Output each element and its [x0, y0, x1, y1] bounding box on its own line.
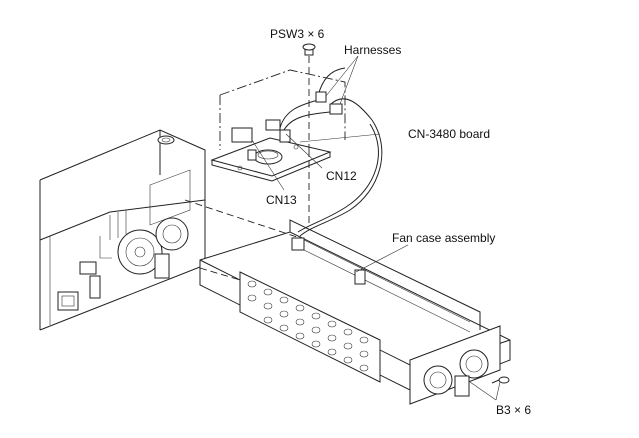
- alignment-line: [184, 199, 301, 239]
- b3-screw-icon: [491, 376, 510, 384]
- label-cn3480-board: CN-3480 board: [408, 127, 490, 141]
- label-harnesses: Harnesses: [344, 43, 401, 57]
- label-cn13: CN13: [266, 193, 297, 207]
- harness-wires: [279, 67, 383, 237]
- label-psw3: PSW3 × 6: [270, 27, 325, 41]
- psw3-screw-icon: [302, 43, 316, 225]
- vent-holes: [247, 280, 369, 372]
- chassis-unit: [39, 129, 206, 331]
- cn3480-board: [210, 69, 346, 182]
- alignment-line: [199, 267, 241, 281]
- label-cn12: CN12: [326, 169, 357, 183]
- label-b3: B3 × 6: [496, 403, 531, 417]
- label-fan-case-assembly: Fan case assembly: [392, 231, 495, 245]
- leader-lines: [251, 55, 501, 401]
- fan-case-assembly: [199, 219, 511, 405]
